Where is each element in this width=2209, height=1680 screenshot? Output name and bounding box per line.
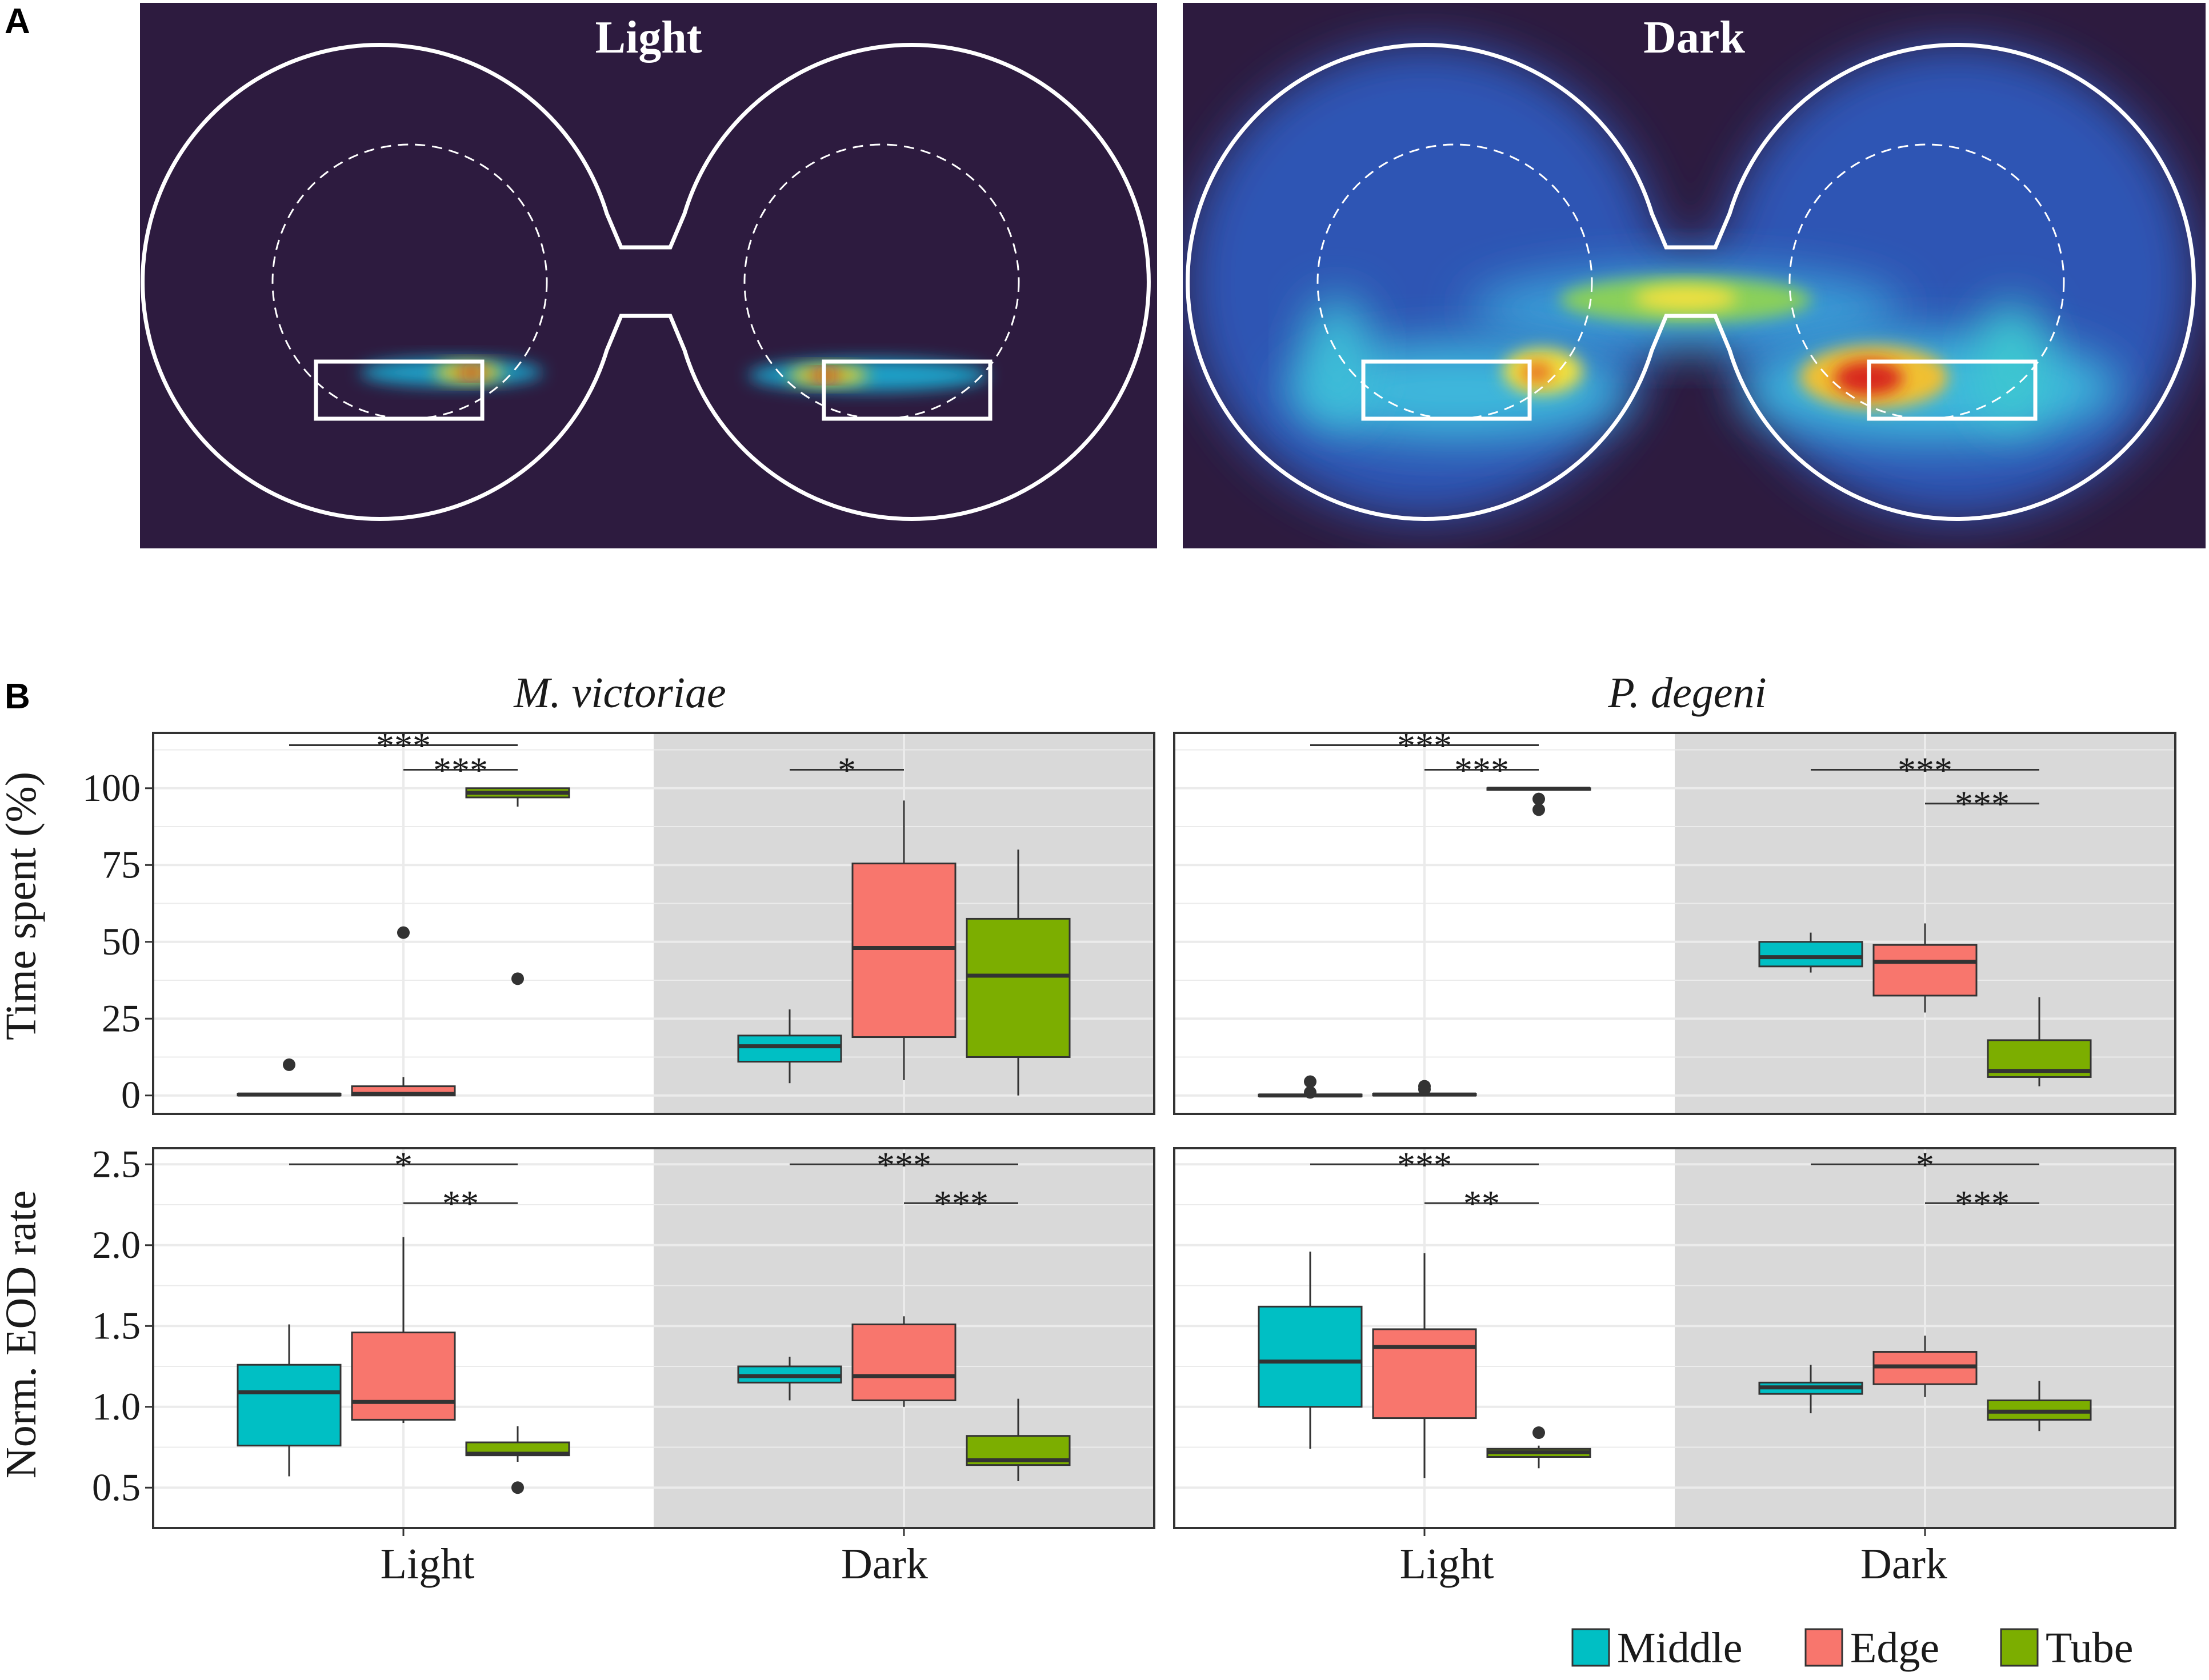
legend-key-tube	[2000, 1628, 2039, 1667]
tube-box-right	[822, 359, 993, 421]
sig-label-time-m-victoriae-0: ***	[376, 725, 431, 766]
y-tick-label-eod-2: 1.5	[92, 1304, 141, 1347]
box-time-m-victoriae-dark-edge	[851, 863, 957, 1039]
sig-label-time-m-victoriae-1: ***	[433, 750, 488, 791]
outlier-time-m-victoriae-light-middle-0	[283, 1058, 295, 1071]
outlier-time-m-victoriae-light-edge-0	[397, 926, 410, 939]
x-tick-light-p-degeni: Light	[1400, 1540, 1494, 1588]
heat-left-rim	[1303, 297, 1371, 423]
y-tick-label-eod-1: 1.0	[92, 1385, 141, 1428]
panel-border-eod-m-victoriae	[152, 1147, 1155, 1529]
sig-label-eod-p-degeni-3: ***	[1955, 1183, 2010, 1224]
box-time-m-victoriae-dark-tube	[966, 917, 1071, 1058]
legend: Middle Edge Tube	[1571, 1624, 2133, 1672]
y-tick-label-eod-3: 2.0	[92, 1223, 141, 1266]
box-eod-m-victoriae-dark-edge	[851, 1323, 957, 1401]
y-tick-label-time-0: 0	[121, 1073, 141, 1117]
tube-box-dark-left	[1361, 359, 1532, 421]
legend-label-edge: Edge	[1850, 1624, 1939, 1672]
panel-border-eod-p-degeni	[1173, 1147, 2176, 1529]
sig-label-time-m-victoriae-2: *	[838, 750, 856, 791]
strip-title-m-victoriae: M. victoriae	[513, 669, 726, 717]
x-tick-dark-p-degeni: Dark	[1860, 1540, 1947, 1588]
y-tick-label-eod-0: 0.5	[92, 1465, 141, 1509]
sig-label-time-p-degeni-1: ***	[1454, 750, 1509, 791]
legend-key-middle	[1571, 1628, 1610, 1667]
heat-spot-left-peak	[459, 367, 484, 378]
heat-left-hot-core	[1521, 362, 1553, 383]
arena-outline-dark	[1186, 43, 2196, 521]
legend-label-middle: Middle	[1617, 1624, 1743, 1672]
tube-box-dark-right	[1867, 359, 2038, 421]
heatmap-dark: Dark	[1183, 3, 2206, 548]
outlier-time-p-degeni-light-tube-1	[1532, 792, 1545, 805]
tube-box-left	[314, 359, 485, 421]
sig-label-eod-m-victoriae-3: ***	[934, 1183, 989, 1224]
outlier-time-p-degeni-light-tube-0	[1532, 803, 1545, 816]
heat-right-rim	[1977, 303, 2046, 428]
box-time-m-victoriae-dark-middle	[737, 1035, 842, 1063]
x-tick-light-m-victoriae: Light	[381, 1540, 475, 1588]
box-plots: *******************0255075100***********…	[82, 725, 2176, 1536]
panel-border-time-p-degeni	[1173, 732, 2176, 1115]
outlier-time-m-victoriae-light-tube-0	[511, 972, 524, 985]
box-eod-m-victoriae-light-edge	[351, 1332, 456, 1421]
box-time-p-degeni-dark-middle	[1758, 941, 1863, 968]
outlier-eod-m-victoriae-light-tube-0	[511, 1481, 524, 1494]
sig-label-time-p-degeni-2: ***	[1898, 750, 1952, 791]
strip-title-p-degeni: P. degeni	[1607, 669, 1766, 717]
outlier-eod-p-degeni-light-tube-0	[1532, 1426, 1545, 1440]
y-tick-label-time-4: 100	[82, 766, 141, 809]
legend-label-tube: Tube	[2046, 1624, 2133, 1672]
x-tick-dark-m-victoriae: Dark	[841, 1540, 928, 1588]
panel-b-letter: B	[5, 677, 30, 716]
sig-label-eod-p-degeni-1: **	[1463, 1183, 1500, 1224]
box-time-p-degeni-dark-edge	[1872, 944, 1978, 997]
box-eod-m-victoriae-light-middle	[237, 1364, 342, 1447]
sig-label-time-p-degeni-3: ***	[1955, 784, 2010, 824]
heatmap-light-background	[140, 3, 1157, 548]
box-eod-p-degeni-light-edge	[1372, 1328, 1477, 1420]
arena-outline-light	[141, 43, 1151, 521]
panel-border-time-m-victoriae	[152, 732, 1155, 1115]
sig-label-eod-m-victoriae-1: **	[442, 1183, 479, 1224]
y-tick-label-time-3: 75	[102, 843, 141, 886]
heatmap-dark-title: Dark	[1643, 13, 1745, 63]
y-tick-label-time-1: 25	[102, 996, 141, 1040]
heatmap-light-title: Light	[595, 13, 702, 63]
y-axis-title-eod-rate: Norm. EOD rate	[0, 1190, 45, 1478]
outlier-time-p-degeni-light-middle-1	[1304, 1075, 1316, 1088]
sig-label-eod-p-degeni-0: ***	[1397, 1144, 1452, 1185]
box-eod-p-degeni-light-middle	[1258, 1305, 1363, 1408]
y-tick-label-eod-4: 2.5	[92, 1142, 141, 1185]
heatmap-light: Light	[140, 3, 1157, 548]
sig-label-eod-p-degeni-2: *	[1916, 1144, 1934, 1185]
y-axis-title-time-spent: Time spent (%)	[0, 772, 45, 1040]
outlier-time-p-degeni-light-middle-0	[1304, 1086, 1316, 1099]
sig-label-eod-m-victoriae-2: ***	[877, 1144, 931, 1185]
legend-key-edge	[1804, 1628, 1843, 1667]
outlier-time-p-degeni-light-edge-1	[1418, 1080, 1431, 1093]
sig-label-eod-m-victoriae-0: *	[394, 1144, 413, 1185]
sig-label-time-p-degeni-0: ***	[1397, 725, 1452, 766]
y-tick-label-time-2: 50	[102, 920, 141, 963]
heat-mid-bridge-core	[1634, 286, 1737, 311]
panel-a-letter: A	[5, 2, 30, 41]
